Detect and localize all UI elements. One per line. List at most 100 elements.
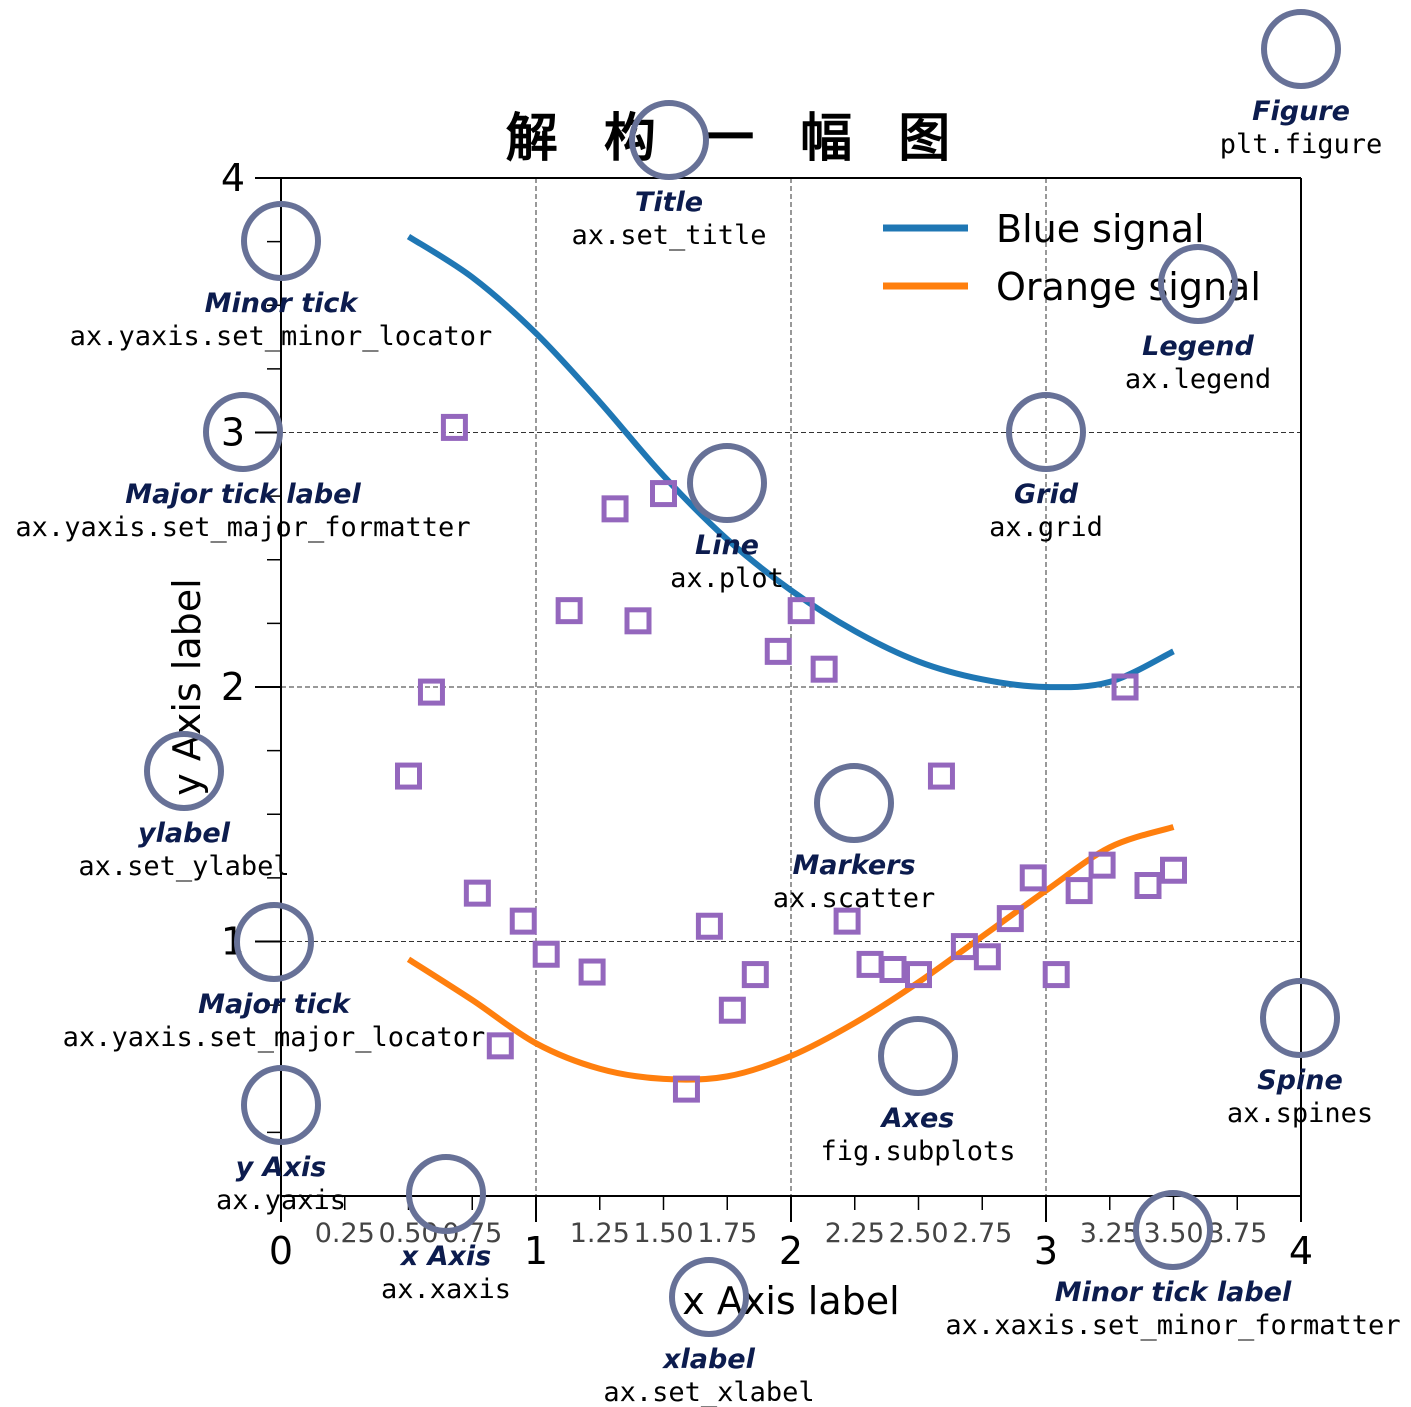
annotation-circle-xlabel [669,1257,749,1337]
scatter-marker [463,879,491,907]
scatter-marker [810,655,838,683]
scatter-marker [650,480,677,508]
annotation-code-axes: fig.subplots [820,1136,1015,1167]
scatter-marker [695,912,723,940]
scatter-marker [624,607,652,635]
y-axis-label: y Axis label [165,578,209,795]
annotation-circle-title [629,100,709,180]
scatter-marker [741,961,769,989]
scatter-marker [1019,864,1047,892]
x-minor-tick-label: 1.75 [697,1218,757,1249]
x-minor-tick-label: 0.50 [378,1218,438,1249]
annotation-code-y-axis: ax.yaxis [216,1185,346,1216]
annotation-title-major-tick: Major tick [198,989,352,1020]
annotation-code-major-tick: ax.yaxis.set_major_locator [63,1022,486,1053]
x-major-tick-label: 0 [269,1229,293,1273]
annotation-circle-spine [1260,978,1340,1058]
scatter-marker [555,597,583,625]
x-major-tick-label: 2 [779,1229,803,1273]
scatter-marker [856,950,884,978]
annotation-title-grid: Grid [1014,479,1079,510]
annotation-circle-legend [1158,244,1238,324]
scatter-marker [1134,872,1162,900]
annotation-title-y-axis: y Axis [236,1152,327,1183]
annotation-circle-ylabel [144,731,224,811]
scatter-marker [509,907,537,935]
annotation-code-markers: ax.scatter [773,883,936,914]
annotation-title-legend: Legend [1142,331,1254,362]
annotation-code-grid: ax.grid [989,512,1103,543]
x-minor-tick-label: 1.50 [633,1218,693,1249]
scatter-marker [787,597,815,625]
legend-label-orange: Orange signal [996,265,1261,309]
annotation-code-major-tick-label: ax.yaxis.set_major_formatter [15,512,470,543]
annotation-circle-grid [1006,392,1086,472]
orange-signal-line [406,824,1175,1083]
y-major-tick-label: 4 [221,156,245,200]
x-major-tick-label: 4 [1289,1229,1313,1273]
annotation-title-minor-tick: Minor tick [205,288,360,319]
scatter-marker [927,762,955,790]
scatter-marker [1065,877,1093,905]
scatter-marker [440,413,468,441]
x-major-tick-label: 1 [524,1229,548,1273]
annotation-code-legend: ax.legend [1125,364,1271,395]
scatter-marker [601,495,629,523]
annotation-title-ylabel: ylabel [138,818,231,849]
scatter-marker [1088,851,1116,879]
x-minor-tick-label: 2.25 [825,1218,885,1249]
annotation-code-title: ax.set_title [571,220,766,251]
annotation-title-xlabel: xlabel [661,1344,756,1375]
scatter-marker [486,1032,514,1060]
annotation-circle-minor-tick [241,201,321,281]
scatter-marker [879,955,907,983]
chart-title: 解 构 一 幅 图 [506,108,964,169]
annotation-circle-axes [878,1016,958,1096]
x-major-tick-label: 3 [1034,1229,1058,1273]
x-minor-tick-label: 3.50 [1143,1218,1203,1249]
annotation-title-title: Title [635,187,703,218]
x-minor-tick-label: 2.50 [888,1218,948,1249]
scatter-marker [1160,856,1187,884]
annotation-code-spine: ax.spines [1227,1098,1373,1129]
x-axis-label: x Axis label [682,1279,899,1323]
scatter-marker [532,940,560,968]
blue-signal-line [406,234,1175,691]
scatter-marker [395,762,422,790]
annotations: Figureplt.figureTitleax.set_titleLegenda… [15,9,1401,1407]
annotation-code-minor-tick: ax.yaxis.set_minor_locator [70,321,493,352]
scatter-marker [672,1075,700,1103]
annotation-code-minor-tick-label: ax.xaxis.set_minor_formatter [945,1310,1400,1341]
scatter-marker [833,907,861,935]
scatter-marker [1111,673,1139,701]
annotation-circle-major-tick [234,902,314,982]
annotation-code-x-axis: ax.xaxis [381,1274,511,1305]
annotation-circle-y-axis [241,1065,321,1145]
annotation-circle-line [687,443,767,523]
scatter-marker [1042,961,1070,989]
annotation-title-figure: Figure [1252,96,1350,127]
annotation-title-major-tick-label: Major tick label [125,479,361,510]
annotation-code-line: ax.plot [670,563,784,594]
annotation-title-minor-tick-label: Minor tick label [1055,1277,1292,1308]
legend: Blue signal Orange signal [883,207,1261,309]
annotation-title-line: Line [695,530,759,561]
scatter-marker [973,943,1001,971]
scatter-marker [764,637,792,665]
annotation-code-xlabel: ax.set_xlabel [603,1377,814,1407]
annotation-title-spine: Spine [1257,1065,1343,1096]
y-major-tick-label: 3 [221,411,245,455]
annotation-circle-major-tick-label [203,392,283,472]
annotation-circle-markers [814,763,894,843]
annotation-title-markers: Markers [792,850,915,881]
annotation-title-x-axis: x Axis [399,1241,491,1272]
scatter-marker [718,996,746,1024]
annotation-circle-figure [1261,9,1341,89]
x-minor-tick-label: 3.25 [1080,1218,1140,1249]
x-minor-tick-label: 3.75 [1207,1218,1267,1249]
x-minor-tick-label: 1.25 [570,1218,630,1249]
y-major-tick-label: 2 [221,665,245,709]
x-minor-tick-label: 2.75 [952,1218,1012,1249]
